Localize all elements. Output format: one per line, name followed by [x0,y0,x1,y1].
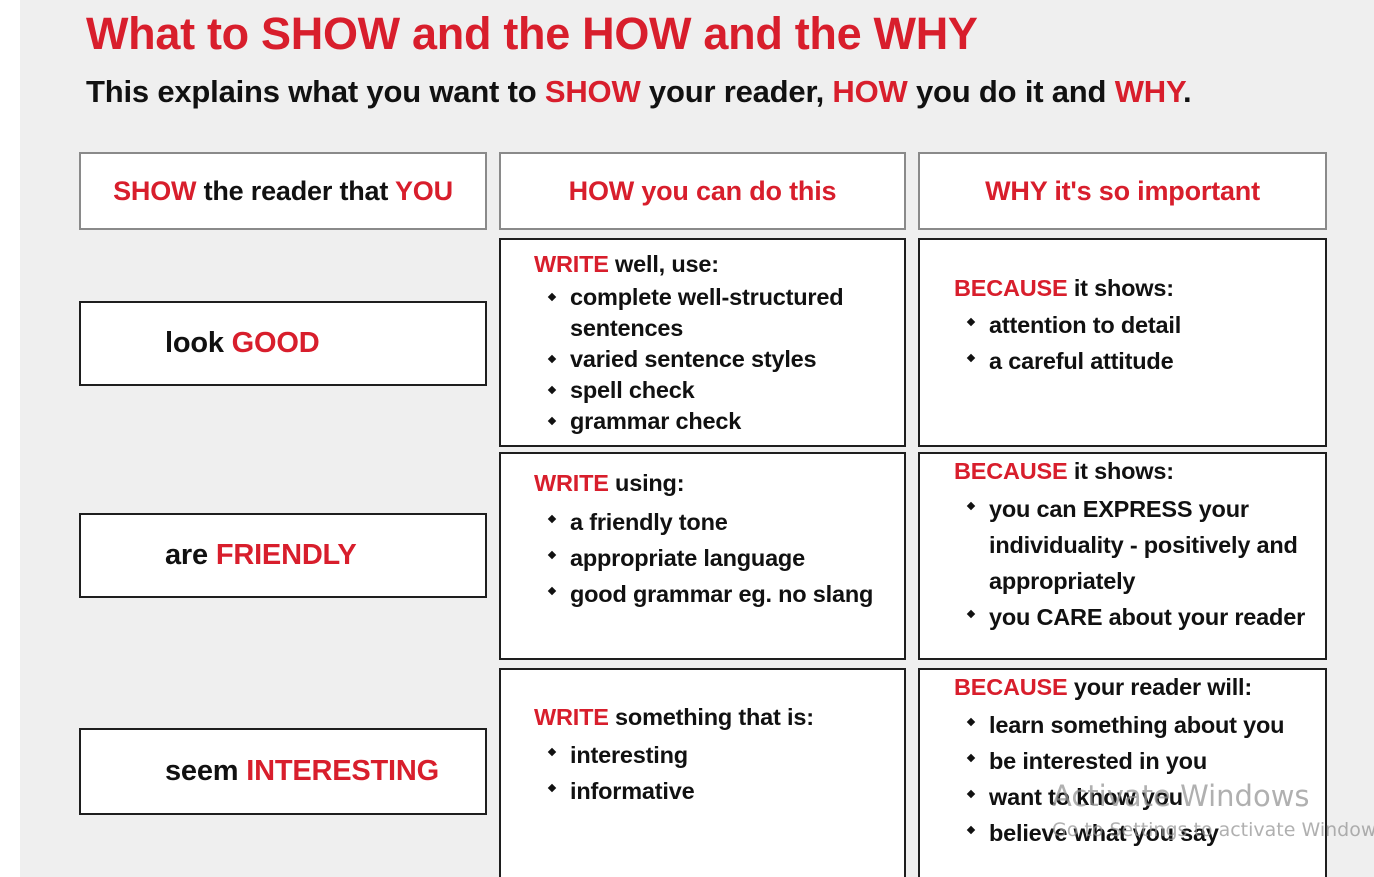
how-cell-intro: WRITE something that is: [534,704,814,731]
header-how-text: HOW you can do this [568,175,837,206]
intro-rest: something that is: [608,704,814,730]
list-item: interesting [546,737,694,773]
subtitle-text-2: your reader, [640,74,833,109]
why-cell-intro: BECAUSE it shows: [954,275,1174,302]
list-item: believe what you say [965,815,1284,851]
page-title: What to SHOW and the HOW and the WHY [86,8,978,59]
header-why-text: WHY it's so important [985,175,1260,206]
intro-rest: it shows: [1067,458,1174,484]
list-item: spell check [546,375,843,406]
why-list-good: attention to detail a careful attitude [965,307,1181,379]
list-item: a friendly tone [546,504,873,540]
list-item: learn something about you [965,707,1285,743]
subtitle-show: SHOW [544,74,641,109]
header-show-text: SHOW the reader that YOU [113,176,453,207]
header-why: WHY it's so important [918,152,1327,230]
list-item: grammar check [546,406,843,437]
how-cell-intro: WRITE well, use: [534,251,719,278]
how-list-good: complete well-structured sentences varie… [546,282,844,437]
label-look-good: look GOOD [79,301,487,386]
why-cell-intro: BECAUSE it shows: [954,458,1174,485]
intro-keyword: BECAUSE [954,674,1068,700]
list-item-continuation: sentences [570,315,684,341]
list-item: you can EXPRESS your [965,491,1305,527]
how-cell-intro: WRITE using: [534,470,685,497]
why-cell-friendly: BECAUSE it shows: you can EXPRESS your i… [918,452,1327,660]
intro-keyword: WRITE [534,704,609,730]
header-show-middle: the reader that [196,175,395,206]
why-cell-intro: BECAUSE your reader will: [954,674,1252,701]
subtitle-text-1: This explains what you want to [86,74,545,109]
intro-keyword: BECAUSE [954,458,1068,484]
how-cell-friendly: WRITE using: a friendly tone appropriate… [499,452,906,660]
label-prefix: are [165,539,216,571]
label-seem-interesting: seem INTERESTING [79,728,487,815]
subtitle-text-4: . [1183,74,1192,109]
list-item: be interested in you [965,743,1284,779]
list-item: you CARE about your reader [965,599,1305,635]
label-are-friendly: are FRIENDLY [79,513,487,598]
list-item: complete well-structured [546,282,844,313]
activate-windows-watermark: Activate Windows [1052,779,1310,813]
label-prefix: look [165,327,232,359]
header-how: HOW you can do this [499,152,906,230]
intro-keyword: WRITE [534,251,609,277]
list-item: informative [546,773,695,809]
intro-rest: well, use: [608,251,719,277]
list-item-continuation: individuality - positively and [989,532,1298,558]
label-look-good-text: look GOOD [165,327,320,360]
label-keyword: FRIENDLY [215,539,357,571]
page-subtitle: This explains what you want to SHOW your… [86,74,1192,110]
list-item-continuation: appropriately [989,568,1136,594]
header-show-word: SHOW [113,175,197,206]
intro-rest: your reader will: [1067,674,1252,700]
how-list-interesting: interesting informative [546,737,695,809]
activate-windows-hint: Go to Settings to activate Windows. [1052,819,1374,841]
label-keyword: INTERESTING [246,755,439,787]
how-cell-interesting: WRITE something that is: interesting inf… [499,668,906,877]
intro-rest: using: [608,470,685,496]
list-item: good grammar eg. no slang [546,576,873,612]
label-seem-interesting-text: seem INTERESTING [165,755,439,788]
why-list-friendly: you can EXPRESS your individuality - pos… [965,491,1305,635]
list-item: attention to detail [965,307,1181,343]
header-show: SHOW the reader that YOU [79,152,487,230]
how-cell-good: WRITE well, use: complete well-structure… [499,238,906,447]
list-item: appropriate language [546,540,873,576]
why-cell-good: BECAUSE it shows: attention to detail a … [918,238,1327,447]
subtitle-how: HOW [832,74,908,109]
list-item: a careful attitude [965,343,1181,379]
list-item: varied sentence styles [546,344,843,375]
intro-keyword: BECAUSE [954,275,1068,301]
subtitle-text-3: you do it and [907,74,1115,109]
label-are-friendly-text: are FRIENDLY [165,539,357,572]
label-keyword: GOOD [231,327,320,359]
header-you-word: YOU [394,175,453,206]
intro-keyword: WRITE [534,470,609,496]
label-prefix: seem [165,755,247,787]
intro-rest: it shows: [1067,275,1174,301]
how-list-friendly: a friendly tone appropriate language goo… [546,504,873,612]
why-cell-interesting: BECAUSE your reader will: learn somethin… [918,668,1327,877]
subtitle-why: WHY [1114,74,1183,109]
why-list-interesting: learn something about you be interested … [965,707,1285,851]
list-item: want to know you [965,779,1284,815]
